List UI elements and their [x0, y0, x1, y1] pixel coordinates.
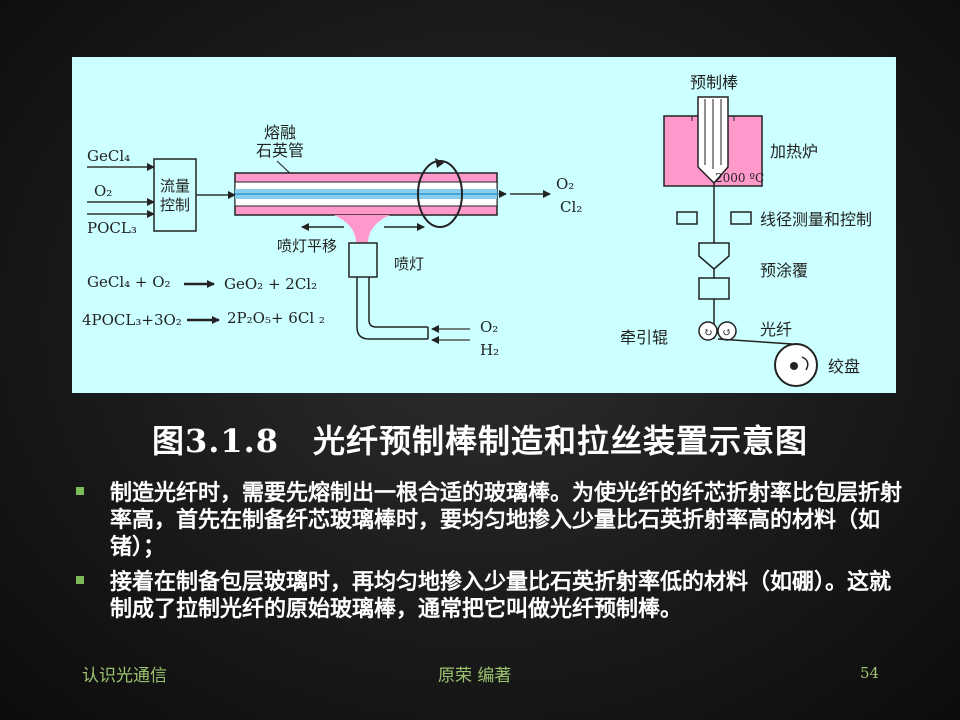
eq1-left: GeCl₄ + O₂	[87, 273, 171, 291]
label-preform: 预制棒	[690, 73, 738, 92]
flow-control-box	[153, 158, 197, 232]
fiber-to-drum	[717, 338, 793, 345]
rotation-arrow-icon	[435, 158, 444, 168]
diameter-gauge-left	[676, 211, 698, 225]
eq1-right: GeO₂ + 2Cl₂	[224, 275, 317, 293]
label-out-o2: O₂	[556, 175, 574, 193]
capstan-rotation-icon-right: ↺	[722, 326, 731, 339]
footer-course-title: 认识光通信	[82, 666, 167, 686]
bullet-square-icon	[76, 576, 84, 584]
eq2-left: 4POCL₃+3O₂	[82, 311, 182, 329]
label-molten-2: 石英管	[256, 141, 304, 160]
gas-pipe-outer	[356, 277, 428, 340]
label-gecl4: GeCl₄	[87, 147, 130, 165]
label-gas-o2: O₂	[480, 318, 498, 336]
label-furnace: 加热炉	[770, 142, 818, 161]
label-molten-1: 熔融	[264, 123, 296, 142]
bullet-text: 制造光纤时，需要先熔制出一根合适的玻璃棒。为使光纤的纤芯折射率比包层折射率高，首…	[110, 481, 903, 560]
label-drum: 绞盘	[828, 357, 860, 376]
diagram-background	[72, 57, 896, 393]
figure-caption: 图3.1.8 光纤预制棒制造和拉丝装置示意图	[0, 416, 960, 462]
label-temperature: 2000 ºC	[715, 171, 764, 185]
label-gas-h2: H₂	[480, 341, 499, 359]
eq2-right: 2P₂O₅+ 6Cl ₂	[227, 309, 325, 327]
flame	[334, 215, 390, 243]
label-o2-in: O₂	[94, 182, 112, 200]
capstan-rotation-icon-left: ↻	[703, 326, 712, 339]
label-coating: 预涂覆	[760, 261, 808, 280]
capstan-roller-left	[698, 321, 718, 341]
label-flow-control-1: 流量	[160, 177, 190, 195]
bullet-item: 制造光纤时，需要先熔制出一根合适的玻璃棒。为使光纤的纤芯折射率比包层折射率高，首…	[74, 480, 904, 561]
drum-rotation-icon	[801, 356, 809, 371]
diameter-gauge-right	[730, 211, 752, 225]
label-pocl3: POCL₃	[87, 219, 137, 237]
bullet-square-icon	[76, 487, 84, 495]
curing-box	[698, 277, 730, 300]
torch-head	[348, 242, 378, 278]
preform-diagram: GeCl₄ O₂ POCL₃ 流量 控制 熔融 石英管 O₂ Cl₂ 喷灯平移 …	[72, 57, 896, 393]
label-out-cl2: Cl₂	[560, 198, 582, 216]
label-fiber: 光纤	[760, 320, 792, 339]
label-flow-control-2: 控制	[160, 196, 190, 214]
coating-cup	[698, 242, 730, 270]
page-number: 54	[860, 664, 880, 682]
bullet-item: 接着在制备包层玻璃时，再均匀地掺入少量比石英折射率低的材料（如硼）。这就制成了拉…	[74, 569, 904, 623]
footer-author: 原荣 编著	[438, 666, 512, 686]
gas-pipe-inner	[368, 277, 428, 328]
label-capstan: 牵引辊	[620, 328, 668, 347]
label-lamp: 喷灯	[394, 255, 424, 273]
caption-title: 光纤预制棒制造和拉丝装置示意图	[313, 422, 809, 460]
caption-number: 图3.1.8	[151, 422, 280, 460]
label-diameter: 线径测量和控制	[760, 210, 872, 229]
bullet-text: 接着在制备包层玻璃时，再均匀地掺入少量比石英折射率低的材料（如硼）。这就制成了拉…	[110, 570, 892, 622]
drum-hub	[790, 362, 798, 370]
label-lamp-move: 喷灯平移	[277, 237, 337, 255]
bullet-list: 制造光纤时，需要先熔制出一根合适的玻璃棒。为使光纤的纤芯折射率比包层折射率高，首…	[74, 480, 904, 631]
